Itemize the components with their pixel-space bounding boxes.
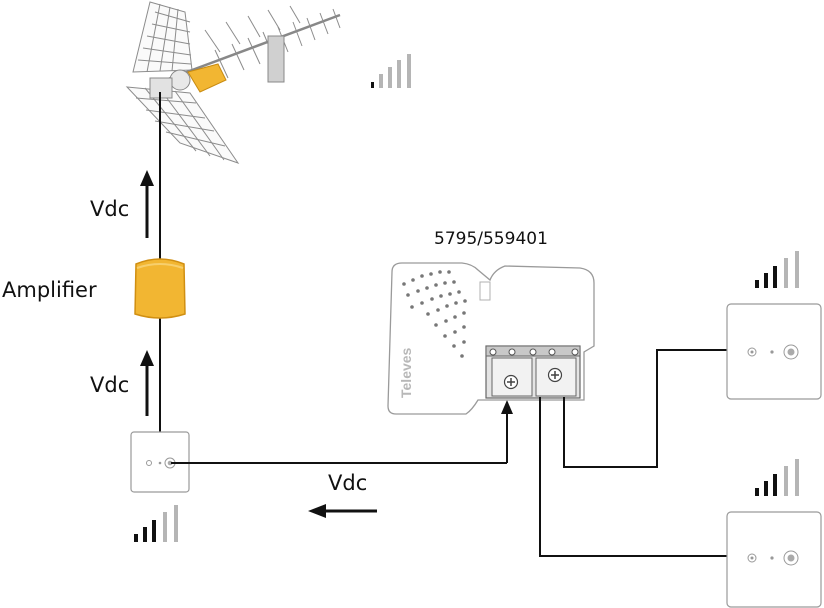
- wall-socket-icon: [130, 431, 190, 493]
- amplifier-icon: [134, 258, 186, 319]
- wall-socket-icon: [726, 303, 822, 400]
- arrow-left-icon: [308, 504, 377, 518]
- model-number-label: 5795/559401: [434, 229, 548, 249]
- vdc-label-bottom: Vdc: [328, 471, 368, 495]
- signal-strength-icon: [371, 54, 411, 88]
- vdc-label-top: Vdc: [90, 197, 130, 221]
- signal-strength-icon: [134, 505, 178, 542]
- power-supply-icon: [387, 262, 595, 415]
- output-cable-upper: [563, 349, 733, 468]
- antenna-icon: [125, 1, 341, 164]
- signal-strength-icon: [755, 251, 799, 288]
- arrow-up-icon: [501, 400, 513, 414]
- amplifier-label: Amplifier: [2, 278, 97, 302]
- wall-socket-icon: [726, 511, 822, 608]
- vdc-label-mid: Vdc: [90, 373, 130, 397]
- signal-strength-icon: [755, 459, 799, 496]
- output-cable-lower: [539, 397, 735, 557]
- brand-label: Televes: [398, 347, 414, 398]
- arrow-up-icon: [140, 170, 154, 238]
- arrow-up-icon: [140, 350, 154, 416]
